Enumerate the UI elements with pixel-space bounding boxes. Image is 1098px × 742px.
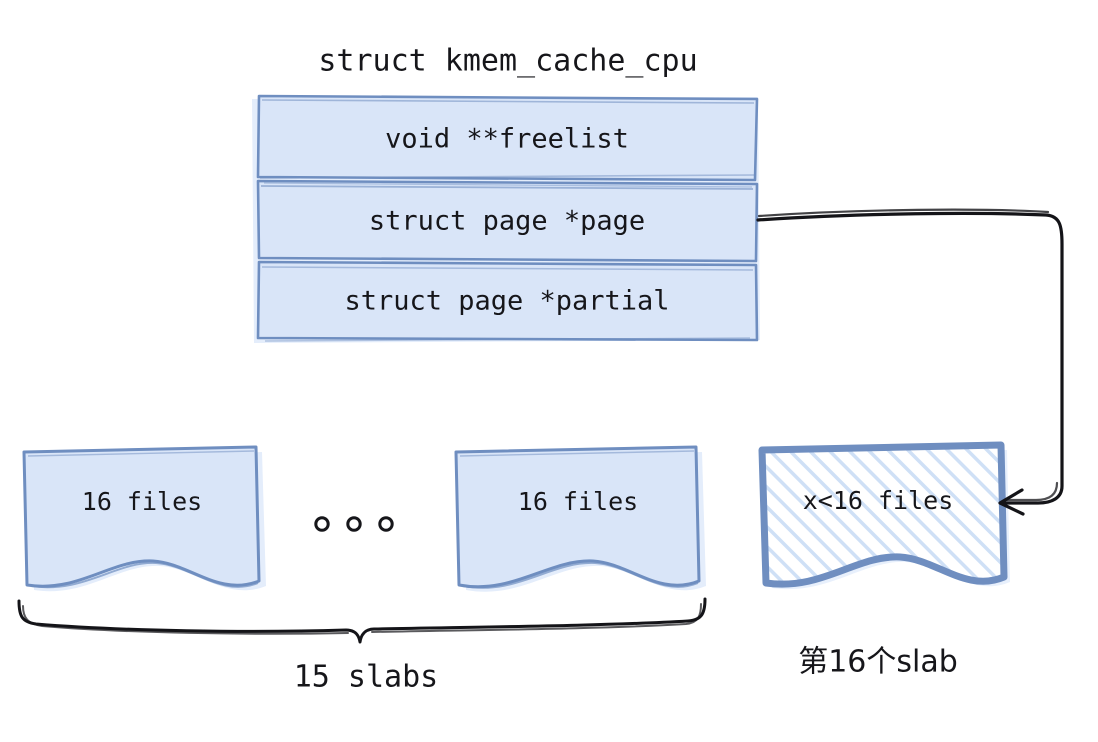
partial-row[interactable]: struct page *partial: [256, 260, 759, 342]
slab-first-label: 16 files: [82, 487, 202, 516]
active-slab-caption: 第16个slab: [798, 645, 958, 680]
slab-ellipsis: [314, 516, 394, 532]
page-row-label: struct page *page: [369, 206, 645, 237]
partial-row-label: struct page *partial: [344, 286, 669, 317]
page-row[interactable]: struct page *page: [256, 179, 759, 263]
page-to-slab-connector: [756, 208, 1064, 516]
slab-first[interactable]: 16 files: [22, 445, 266, 592]
freelist-row[interactable]: void **freelist: [256, 94, 759, 182]
slabs-brace: [17, 597, 707, 644]
freelist-row-label: void **freelist: [385, 124, 629, 155]
connector-arrowhead: [998, 488, 1025, 516]
slab-active[interactable]: x<16 files: [758, 441, 1010, 590]
slab-last[interactable]: 16 files: [454, 445, 706, 592]
slab-last-label: 16 files: [518, 487, 638, 516]
diagram-title: struct kmem_cache_cpu: [318, 44, 697, 79]
slab-active-label: x<16 files: [803, 486, 954, 515]
brace-caption: 15 slabs: [294, 660, 439, 695]
